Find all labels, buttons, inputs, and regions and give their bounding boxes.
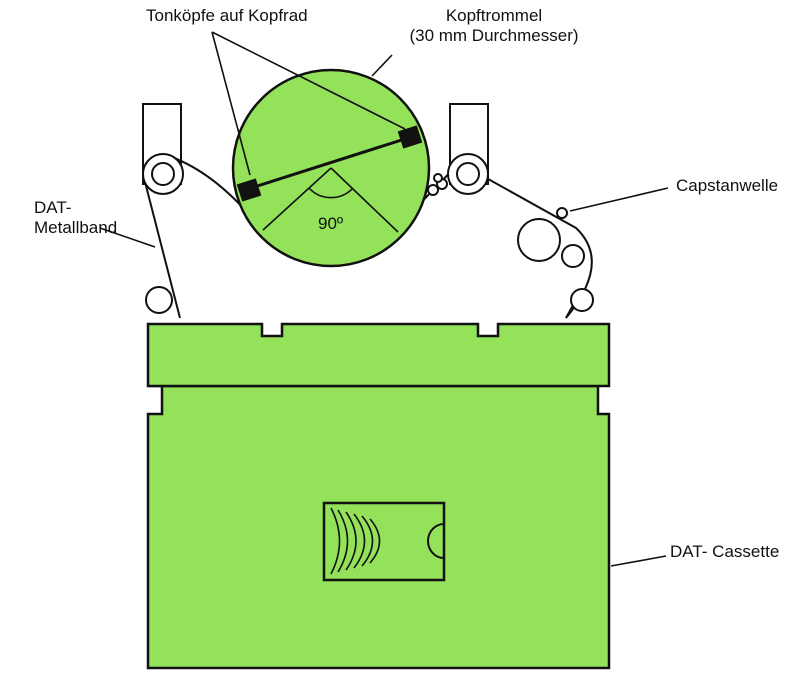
rollers [142, 153, 594, 314]
small-guide-c [433, 173, 443, 183]
angle-arc [308, 187, 354, 199]
roller-left-bottom [145, 286, 173, 314]
leader-lines [99, 31, 669, 567]
roller-left-top-inner [151, 162, 175, 186]
label-angle: 90º [318, 214, 344, 233]
capstan-shaft [556, 207, 568, 219]
label-head-drum-line1: Kopftrommel [445, 6, 543, 25]
cassette-hub-notch [427, 523, 445, 559]
head-wheel-diameter [247, 135, 412, 191]
label-tape-line1: DAT- [34, 198, 72, 217]
label-capstan: Capstanwelle [676, 176, 779, 195]
pinch-roller [517, 218, 561, 262]
label-head-drum-line2: (30 mm Durchmesser) [409, 26, 579, 45]
roller-right-top-inner [456, 162, 480, 186]
cassette-lid [146, 322, 611, 388]
wrap-line-right [330, 167, 399, 233]
small-guide-a [427, 184, 439, 196]
label-head-drum: Kopftrommel (30 mm Durchmesser) [384, 6, 604, 46]
tape-head-right [397, 125, 423, 149]
label-cassette: DAT- Cassette [670, 542, 780, 561]
label-tape-line2: Metallband [34, 218, 118, 237]
label-tape-heads: Tonköpfe auf Kopfrad [146, 6, 308, 25]
capstan-roller-small [561, 244, 585, 268]
cassette-window [322, 501, 446, 582]
tape-head-left [236, 178, 262, 202]
wrap-line-left [262, 167, 332, 231]
guide-roller-bottom-right [570, 288, 594, 312]
label-tape: DAT- Metallband [34, 198, 117, 238]
tape-reel-arcs [330, 507, 381, 575]
